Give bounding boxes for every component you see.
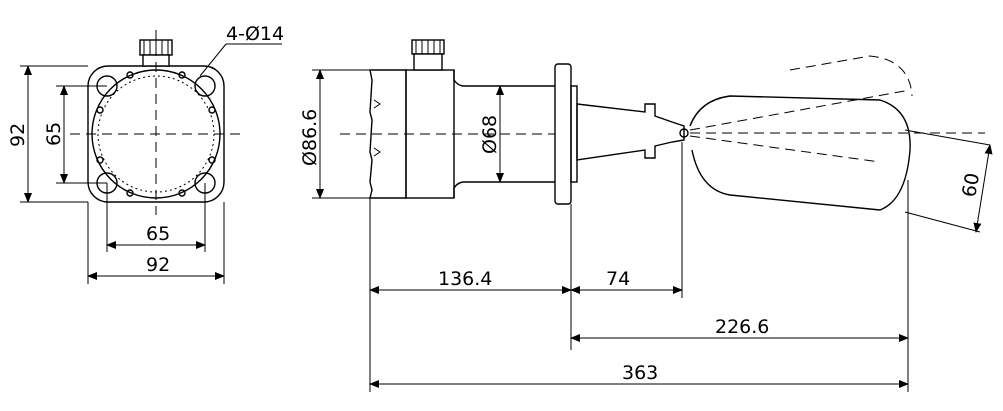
side-float — [689, 95, 911, 211]
dim-height-92: 92 — [7, 123, 29, 147]
dim-length-float: 226.6 — [715, 316, 769, 338]
dim-length-housing: 136.4 — [438, 268, 492, 290]
dim-diameter-housing: Ø86.6 — [299, 109, 321, 166]
mounting-hole-top-right — [194, 75, 216, 97]
dim-width-92: 92 — [146, 254, 170, 276]
side-stem — [576, 103, 685, 161]
dim-diameter-neck: Ø68 — [479, 115, 501, 154]
dim-height-65: 65 — [43, 122, 65, 146]
hole-callout-label: 4-Ø14 — [226, 23, 284, 45]
side-view: Ø86.6 Ø68 60 136.4 74 226.6 363 — [299, 39, 993, 392]
dim-length-stem: 74 — [606, 268, 630, 290]
side-flange — [554, 63, 572, 205]
front-view: 4-Ø14 92 65 65 92 — [7, 23, 284, 284]
dim-float-diameter: 60 — [958, 171, 984, 199]
dim-width-65: 65 — [146, 223, 170, 245]
dim-length-total: 363 — [622, 362, 658, 384]
